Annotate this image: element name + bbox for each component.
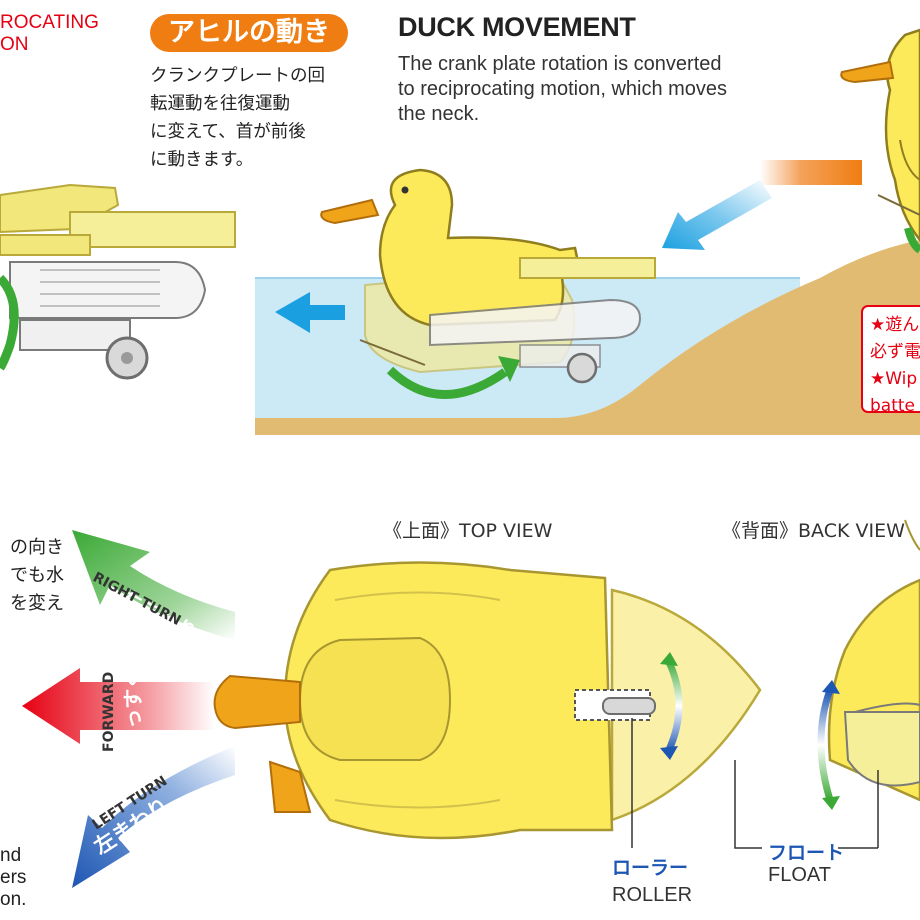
side-text-ja: の向き でも水 を変え <box>0 534 64 618</box>
rotation-arrow-head <box>498 356 520 382</box>
duck-floating <box>320 168 656 384</box>
diagonal-blue-arrow <box>662 180 772 250</box>
side-text-ja-line2: でも水 <box>10 565 64 586</box>
warning-line1: ★遊ん <box>870 315 920 335</box>
description-en-line1: The crank plate rotation is converted <box>398 53 722 75</box>
side-text-en-line3: on. <box>0 889 27 910</box>
duck-closeup-partial <box>840 28 920 254</box>
float-label-en: FLOAT <box>768 864 831 886</box>
side-text-en: nd ers on. <box>0 845 26 911</box>
description-en: The crank plate rotation is converted to… <box>398 52 798 127</box>
side-text-en-line2: ers <box>0 867 27 888</box>
back-view-label: 《背面》BACK VIEW <box>722 520 905 542</box>
back-view-duck-partial <box>817 519 920 849</box>
section-title-ja: アヒルの動き <box>150 14 348 52</box>
left-turn-arrow <box>72 746 235 888</box>
water-left-arrow <box>275 292 345 333</box>
top-view-duck <box>213 561 762 849</box>
side-text-ja-line3: を変え <box>10 593 64 614</box>
warning-line4: batte <box>870 396 915 416</box>
description-ja-line3: に変えて、首が前後 <box>150 122 306 142</box>
top-view-label: 《上面》TOP VIEW <box>383 520 553 542</box>
caption-en-cutoff-line1: ROCATING <box>0 12 99 33</box>
float-label-ja: フロート <box>768 842 845 864</box>
roller-label-en: ROLLER <box>612 884 693 906</box>
section-title-en: DUCK MOVEMENT <box>398 12 636 42</box>
roller-label-ja: ローラー <box>612 857 689 879</box>
warning-box <box>861 305 920 413</box>
description-en-line3: the neck. <box>398 103 480 125</box>
right-turn-arrow <box>72 530 235 640</box>
description-ja-line1: クランクプレートの回 <box>150 66 325 86</box>
forward-ja-text: まっすぐ <box>121 669 145 748</box>
caption-en-cutoff-line2: ON <box>0 34 29 55</box>
mechanism-partial <box>0 183 236 380</box>
orange-motion-bar <box>760 160 862 185</box>
description-ja: クランクプレートの回 転運動を往復運動 に変えて、首が前後 に動きます。 <box>150 62 350 174</box>
description-en-line2: to reciprocating motion, which moves <box>398 78 728 100</box>
side-text-en-line1: nd <box>0 845 22 866</box>
description-ja-line2: 転運動を往復運動 <box>150 94 290 114</box>
warning-line2: 必ず電 <box>870 342 920 362</box>
warning-text: ★遊ん 必ず電 ★Wip batte <box>870 312 920 420</box>
forward-en-text: FORWARD <box>101 672 117 752</box>
rotation-arrow <box>386 366 508 399</box>
side-text-ja-line1: の向き <box>10 537 64 558</box>
description-ja-line4: に動きます。 <box>150 150 254 170</box>
forward-arrow <box>22 668 215 744</box>
warning-line3: ★Wip <box>870 369 918 389</box>
